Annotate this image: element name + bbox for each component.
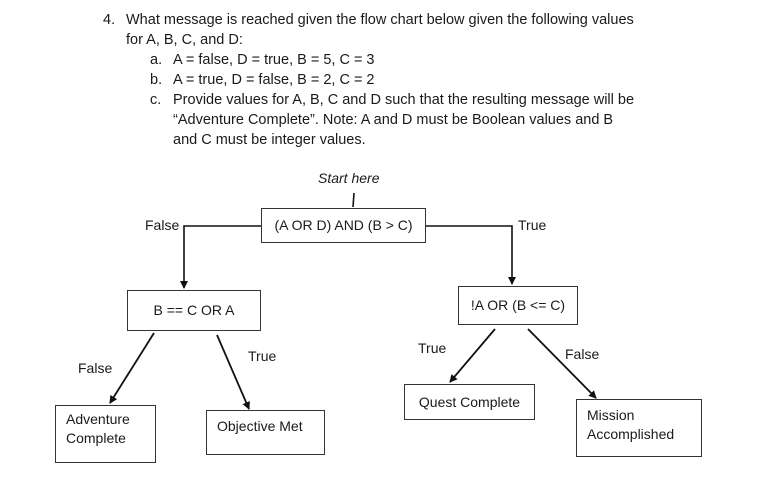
question-line-2: for A, B, C, and D: xyxy=(126,32,243,48)
item-b-text: A = true, D = false, B = 2, C = 2 xyxy=(173,72,375,88)
outcome-adventure-complete: Adventure Complete xyxy=(55,405,156,463)
root-true-connector xyxy=(426,225,516,285)
right-true-label: True xyxy=(418,340,447,356)
root-false-label: False xyxy=(145,217,180,233)
start-label: Start here xyxy=(318,170,380,186)
root-true-label: True xyxy=(518,217,547,233)
item-c-text-line-1: Provide values for A, B, C and D such th… xyxy=(173,92,635,108)
outcome-mission-accomplished: Mission Accomplished xyxy=(576,399,702,457)
root-false-connector xyxy=(180,225,261,289)
right-false-arrow xyxy=(527,328,597,399)
left-condition: B == C OR A xyxy=(153,302,235,318)
question-line-1: What message is reached given the flow c… xyxy=(126,12,634,28)
outcome-mission-line-1: Mission xyxy=(587,407,635,423)
left-false-arrow xyxy=(109,332,155,404)
question-number: 4. xyxy=(103,12,116,28)
left-true-label: True xyxy=(248,348,277,364)
outcome-adventure-line-1: Adventure xyxy=(66,411,130,427)
item-a-letter: a. xyxy=(150,52,163,68)
item-b-letter: b. xyxy=(150,72,163,88)
item-c-letter: c. xyxy=(150,92,162,108)
root-condition: (A OR D) AND (B > C) xyxy=(274,217,413,233)
right-true-arrow xyxy=(449,328,496,383)
left-true-arrow xyxy=(216,334,250,410)
right-decision-box: !A OR (B <= C) xyxy=(458,286,578,325)
outcome-objective-text: Objective Met xyxy=(217,418,303,434)
start-line xyxy=(352,192,355,208)
outcome-objective-met: Objective Met xyxy=(206,410,325,455)
outcome-quest-complete: Quest Complete xyxy=(404,384,535,420)
item-a-text: A = false, D = true, B = 5, C = 3 xyxy=(173,52,375,68)
item-c-text-line-3: and C must be integer values. xyxy=(173,132,366,148)
item-c-text-line-2: “Adventure Complete”. Note: A and D must… xyxy=(173,112,614,128)
root-decision-box: (A OR D) AND (B > C) xyxy=(261,208,426,243)
outcome-quest-text: Quest Complete xyxy=(418,393,521,410)
left-decision-box: B == C OR A xyxy=(127,290,261,331)
left-false-label: False xyxy=(78,360,113,376)
right-condition: !A OR (B <= C) xyxy=(470,297,566,313)
outcome-adventure-line-2: Complete xyxy=(66,430,126,446)
right-false-label: False xyxy=(565,346,600,362)
outcome-mission-line-2: Accomplished xyxy=(587,426,675,442)
